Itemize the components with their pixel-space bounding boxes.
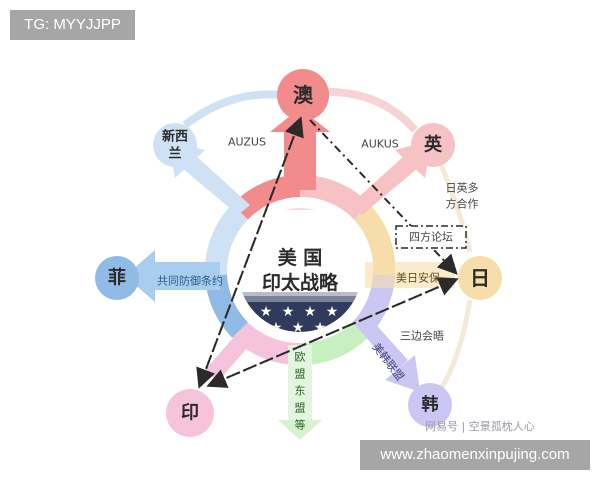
node-uk: 英 (411, 123, 455, 167)
svg-text:菲: 菲 (108, 267, 126, 289)
svg-text:英: 英 (423, 134, 443, 156)
label-mutual-defense: 共同防御条约 (157, 274, 223, 288)
svg-text:兰: 兰 (168, 146, 181, 162)
label-japan-uk-1: 日英多 (446, 181, 479, 195)
arrow-to-india (205, 330, 252, 382)
label-trilateral: 三边会晤 (400, 330, 444, 343)
svg-text:★: ★ (260, 304, 273, 320)
arrow-to-eu (278, 345, 322, 440)
svg-text:印: 印 (181, 403, 199, 424)
center-title-line2: 印太战略 (262, 271, 339, 294)
arc-uk-jp (437, 161, 473, 253)
svg-text:韩: 韩 (422, 394, 439, 415)
label-us-japan-security: 美日安保 (396, 271, 440, 285)
svg-text:★: ★ (326, 304, 339, 320)
arrow-to-philippines (125, 250, 220, 302)
label-quad: 四方论坛 (409, 230, 453, 244)
node-new-zealand: 新西 兰 (153, 123, 197, 167)
svg-text:★: ★ (314, 320, 327, 336)
arc-au-uk (321, 87, 419, 133)
node-korea: 韩 (408, 383, 452, 427)
label-aukus: AUKUS (361, 138, 399, 151)
node-australia: 澳 (277, 69, 329, 121)
svg-text:★: ★ (292, 320, 305, 336)
svg-text:东: 东 (295, 385, 306, 398)
node-india: 印 (166, 389, 214, 437)
center-circle: ★ ★ ★ ★ ★ ★ ★ 美 国 印太战略 (238, 208, 362, 336)
svg-text:盟: 盟 (295, 402, 306, 415)
svg-text:日: 日 (470, 266, 490, 290)
label-eu-asean: 欧 盟 东 盟 等 (295, 351, 306, 432)
source-watermark: 网易号 | 空景孤枕人心 (425, 420, 535, 433)
svg-text:欧: 欧 (295, 351, 306, 364)
watermark-tag: TG: MYYJJPP (10, 10, 135, 40)
quad-box (395, 225, 467, 249)
node-japan: 日 (458, 256, 502, 300)
label-auzus: AUZUS (228, 136, 266, 149)
center-title-line1: 美 国 (278, 246, 323, 269)
arc-jp-kr (437, 299, 473, 392)
svg-text:★: ★ (270, 320, 283, 336)
svg-text:等: 等 (295, 418, 306, 432)
svg-text:新西: 新西 (162, 129, 188, 145)
label-japan-uk-2: 方合作 (446, 197, 479, 211)
svg-text:★: ★ (304, 304, 317, 320)
arc-nz-au (182, 90, 283, 129)
svg-text:澳: 澳 (293, 83, 314, 107)
node-philippines: 菲 (95, 256, 139, 300)
url-watermark: www.zhaomenxinpujing.com (360, 440, 590, 470)
arrow-to-korea (358, 318, 420, 392)
svg-text:★: ★ (282, 304, 295, 320)
svg-text:盟: 盟 (295, 368, 306, 381)
